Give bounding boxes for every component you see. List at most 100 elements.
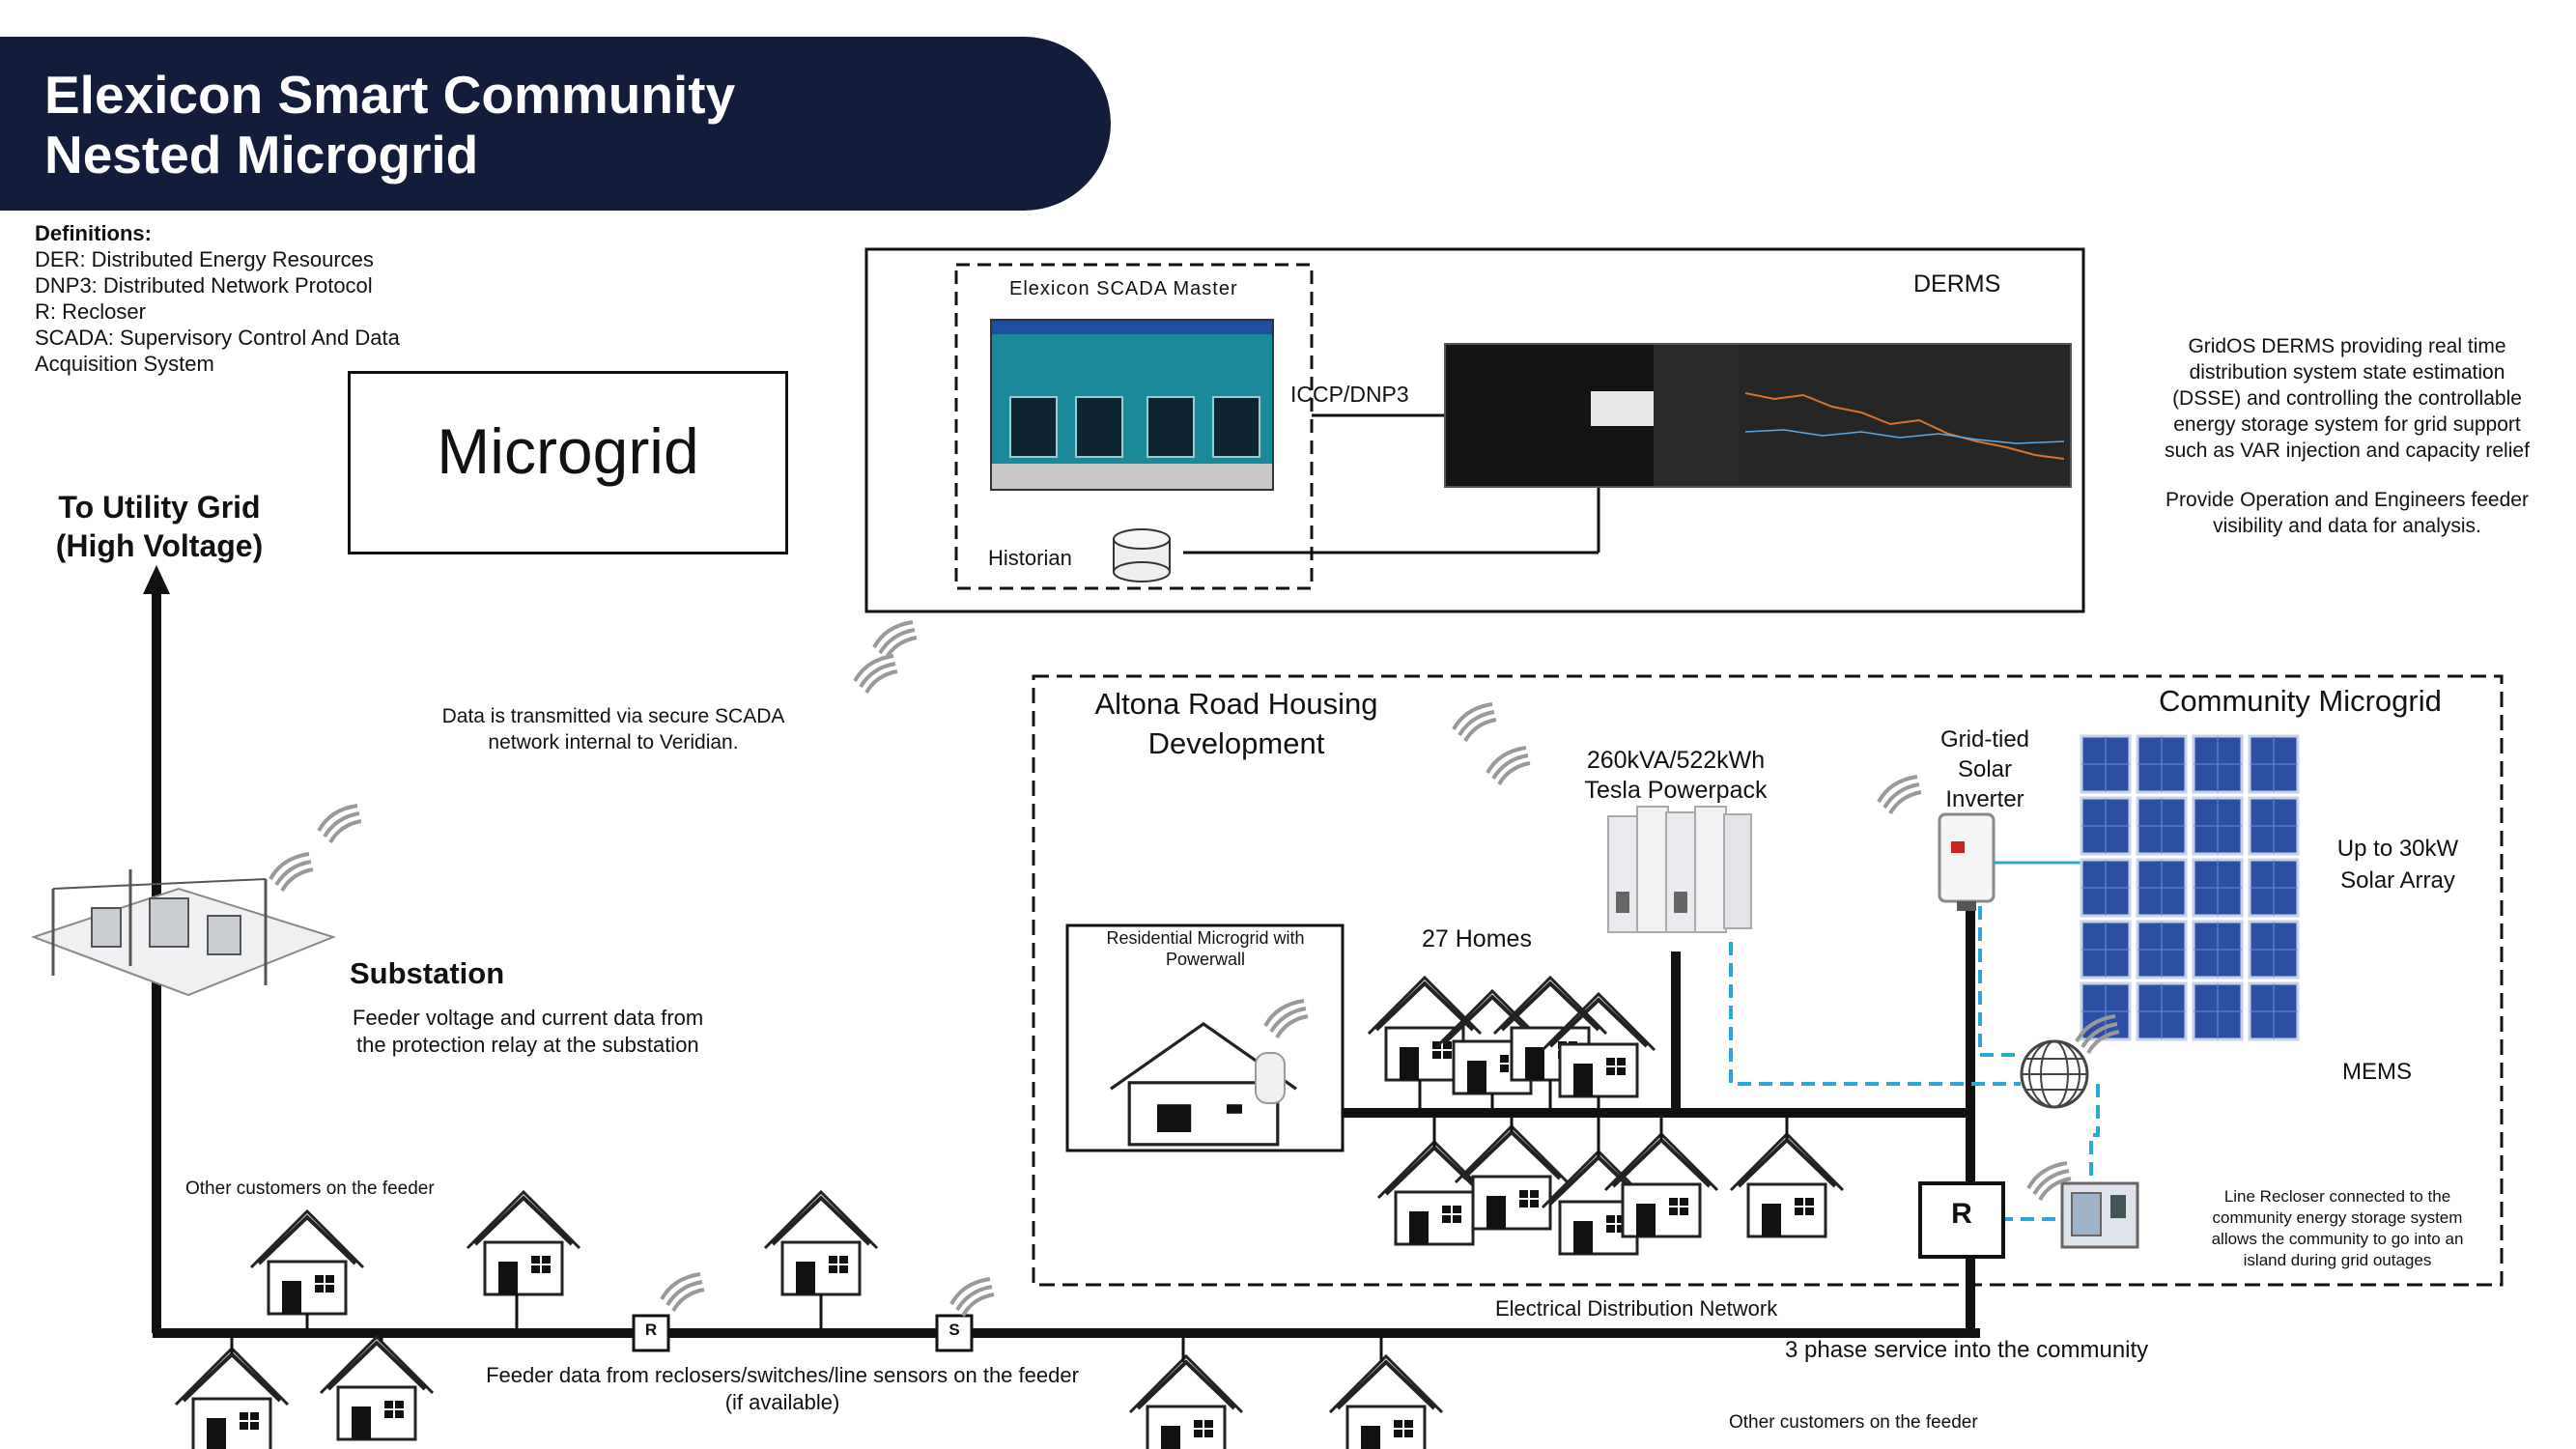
recloser-note-line: island during grid outages	[2243, 1251, 2432, 1269]
three-phase-service-label: 3 phase service into the community	[1785, 1337, 2149, 1363]
house-icon	[1128, 1354, 1244, 1449]
inverter-line: Solar	[1957, 756, 2013, 782]
homes-count-label: 27 Homes	[1422, 925, 1532, 952]
other-customers-label-2: Other customers on the feeder	[1729, 1412, 1978, 1433]
derms-screen-image	[1444, 343, 2072, 488]
definition-item: Acquisition System	[35, 352, 214, 376]
community-microgrid-label: Community Microgrid	[2159, 684, 2442, 718]
house-icon	[1729, 1132, 1845, 1238]
wireless-signal-icon	[949, 1277, 996, 1318]
recloser-note-line: community energy storage system	[2212, 1208, 2463, 1227]
housing-line: Altona Road Housing	[1094, 687, 1378, 721]
derms-label: DERMS	[1913, 270, 2001, 298]
historian-label: Historian	[988, 546, 1072, 570]
inverter-line: Grid-tied	[1939, 726, 2030, 753]
microgrid-title-box: Microgrid	[348, 371, 788, 554]
scada-master-label: Elexicon SCADA Master	[1009, 278, 1238, 299]
mems-globe-icon	[2020, 1039, 2089, 1109]
community-microgrid-frame	[1032, 674, 2504, 1287]
inverter-label: Grid-tied Solar Inverter	[1893, 724, 2077, 814]
other-customers-label: Other customers on the feeder	[185, 1179, 435, 1199]
substation-desc: Feeder voltage and current data from the…	[353, 1005, 703, 1059]
title-banner: Elexicon Smart Community Nested Microgri…	[0, 37, 1111, 211]
mems-label: MEMS	[2342, 1059, 2412, 1085]
solar-array-label: Up to 30kW Solar Array	[2318, 833, 2477, 896]
gridos-note-line: (DSSE) and controlling the controllable	[2172, 387, 2522, 410]
utility-grid-label: To Utility Grid (High Voltage)	[19, 488, 299, 565]
powerpack-line: 260kVA/522kWh	[1586, 747, 1766, 774]
recloser-box	[1918, 1181, 2005, 1259]
gridos-note-line: energy storage system for grid support	[2173, 413, 2521, 436]
housing-development-label: Altona Road Housing Development	[1062, 684, 1410, 763]
feeder-switch-symbol: S	[948, 1321, 960, 1339]
definition-item: R: Recloser	[35, 299, 146, 324]
feeder-data-note: Feeder data from reclosers/switches/line…	[473, 1362, 1091, 1416]
recloser-note-line: allows the community to go into an	[2211, 1230, 2464, 1248]
solar-inverter-icon	[1938, 812, 1996, 911]
house-icon	[1603, 1132, 1719, 1238]
feeder-recloser-box	[632, 1314, 670, 1352]
scada-screen-image	[990, 319, 1274, 491]
solar-line: Up to 30kW	[2336, 836, 2459, 862]
utility-grid-line: (High Voltage)	[55, 528, 264, 563]
house-icon	[1454, 1124, 1570, 1231]
substation-desc-line: the protection relay at the substation	[356, 1033, 699, 1057]
scada-note-line: Data is transmitted via secure SCADA	[441, 705, 785, 727]
substation-desc-line: Feeder voltage and current data from	[353, 1006, 704, 1030]
housing-line: Development	[1147, 726, 1325, 760]
substation-icon	[31, 869, 336, 997]
definition-item: DNP3: Distributed Network Protocol	[35, 273, 373, 298]
recloser-note: Line Recloser connected to the community…	[2178, 1186, 2497, 1271]
house-icon	[763, 1190, 879, 1296]
recloser-cabinet-icon	[2060, 1181, 2139, 1249]
house-icon	[249, 1209, 365, 1316]
distribution-network-label: Electrical Distribution Network	[1495, 1296, 1778, 1321]
wireless-signal-icon	[269, 852, 315, 893]
gridos-note: GridOS DERMS providing real time distrib…	[2135, 333, 2560, 539]
wireless-signal-icon	[1486, 746, 1532, 786]
protocol-label: ICCP/DNP3	[1290, 382, 1409, 407]
scada-network-note: Data is transmitted via secure SCADA net…	[406, 703, 821, 755]
title-line-1: Elexicon Smart Community	[44, 65, 736, 125]
definitions-block: Definitions: DER: Distributed Energy Res…	[35, 220, 400, 377]
recloser-note-line: Line Recloser connected to the	[2223, 1187, 2451, 1206]
residential-label: Residential Microgrid with Powerwall	[1070, 927, 1341, 970]
definition-item: SCADA: Supervisory Control And Data	[35, 326, 400, 350]
house-icon	[1328, 1354, 1444, 1449]
utility-grid-line: To Utility Grid	[58, 490, 261, 525]
wireless-signal-icon	[660, 1272, 706, 1313]
gridos-note-line: distribution system state estimation	[2189, 361, 2505, 384]
derms-trend-chart	[1745, 392, 2064, 460]
powerpack-icon	[1607, 806, 1752, 933]
recloser-symbol: R	[1951, 1198, 1972, 1230]
gridos-note-line: such as VAR injection and capacity relie…	[2165, 440, 2530, 462]
house-icon	[466, 1190, 581, 1296]
feeder-switch-box	[935, 1314, 974, 1352]
scada-master-frame	[954, 263, 1314, 590]
house-icon	[319, 1335, 435, 1441]
gridos-note-line: visibility and data for analysis.	[2213, 515, 2481, 537]
microgrid-label: Microgrid	[437, 415, 699, 487]
powerwall-icon	[1255, 1052, 1286, 1104]
wireless-signal-icon	[872, 620, 919, 661]
gridos-note-line: GridOS DERMS providing real time	[2188, 335, 2506, 357]
utility-arrow	[143, 565, 170, 594]
house-icon	[1541, 992, 1656, 1098]
powerpack-line: Tesla Powerpack	[1584, 777, 1768, 804]
feeder-data-line: Feeder data from reclosers/switches/line…	[486, 1363, 1079, 1387]
powerpack-label: 260kVA/522kWh Tesla Powerpack	[1555, 746, 1797, 806]
historian-icon	[1113, 528, 1171, 582]
solar-line: Solar Array	[2340, 867, 2455, 894]
inverter-line: Inverter	[1945, 786, 2024, 812]
gridos-note-line: Provide Operation and Engineers feeder	[2166, 489, 2529, 511]
feeder-data-line: (if available)	[724, 1390, 840, 1414]
derms-frame	[864, 247, 2085, 613]
title-line-2: Nested Microgrid	[44, 125, 479, 185]
wireless-signal-icon	[853, 654, 899, 695]
solar-array-icon	[2080, 734, 2300, 1041]
definitions-heading: Definitions:	[35, 221, 152, 245]
scada-note-line: network internal to Veridian.	[488, 731, 739, 753]
wireless-signal-icon	[1452, 702, 1498, 743]
house-icon	[174, 1347, 290, 1449]
